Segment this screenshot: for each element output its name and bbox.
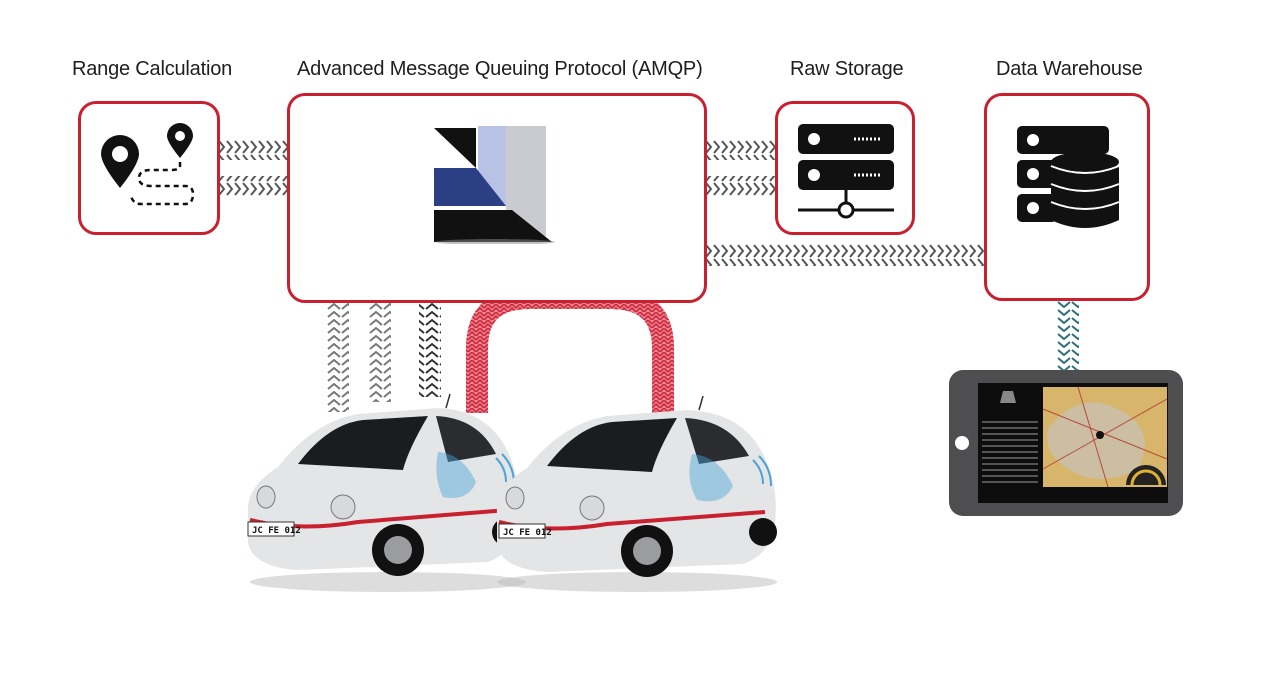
tablet-home-button-icon (955, 436, 969, 450)
range-calculation-box (78, 101, 220, 235)
map-pin-route-icon (101, 123, 195, 206)
car-1: JC FE 012 (247, 393, 526, 592)
tablet-dashboard (949, 370, 1183, 516)
server-network-icon (798, 124, 894, 219)
car-1-license-plate: JC FE 012 (247, 521, 301, 537)
warehouse-tablet-connector (1057, 300, 1079, 372)
amqp-warehouse-connector (705, 244, 987, 266)
range-calculation-label: Range Calculation (72, 58, 233, 80)
svg-text:JC FE 012: JC FE 012 (252, 526, 301, 536)
amqp-label: Advanced Message Queuing Protocol (AMQP) (297, 58, 703, 80)
range-amqp-connector (218, 140, 290, 196)
amqp-raw-connector (705, 140, 777, 196)
car-2: JC FE 012 (496, 396, 777, 592)
data-warehouse-label: Data Warehouse (996, 58, 1143, 80)
car-2-license-plate: JC FE 012 (498, 523, 552, 539)
raw-storage-box (775, 101, 915, 235)
car-amqp-connectors (327, 302, 441, 412)
raw-storage-label: Raw Storage (790, 58, 904, 80)
svg-text:JC FE 012: JC FE 012 (503, 528, 552, 538)
server-database-icon (1017, 126, 1120, 228)
amqp-box (287, 93, 707, 303)
amqp-logo-icon (434, 126, 555, 244)
data-warehouse-box (984, 93, 1150, 301)
